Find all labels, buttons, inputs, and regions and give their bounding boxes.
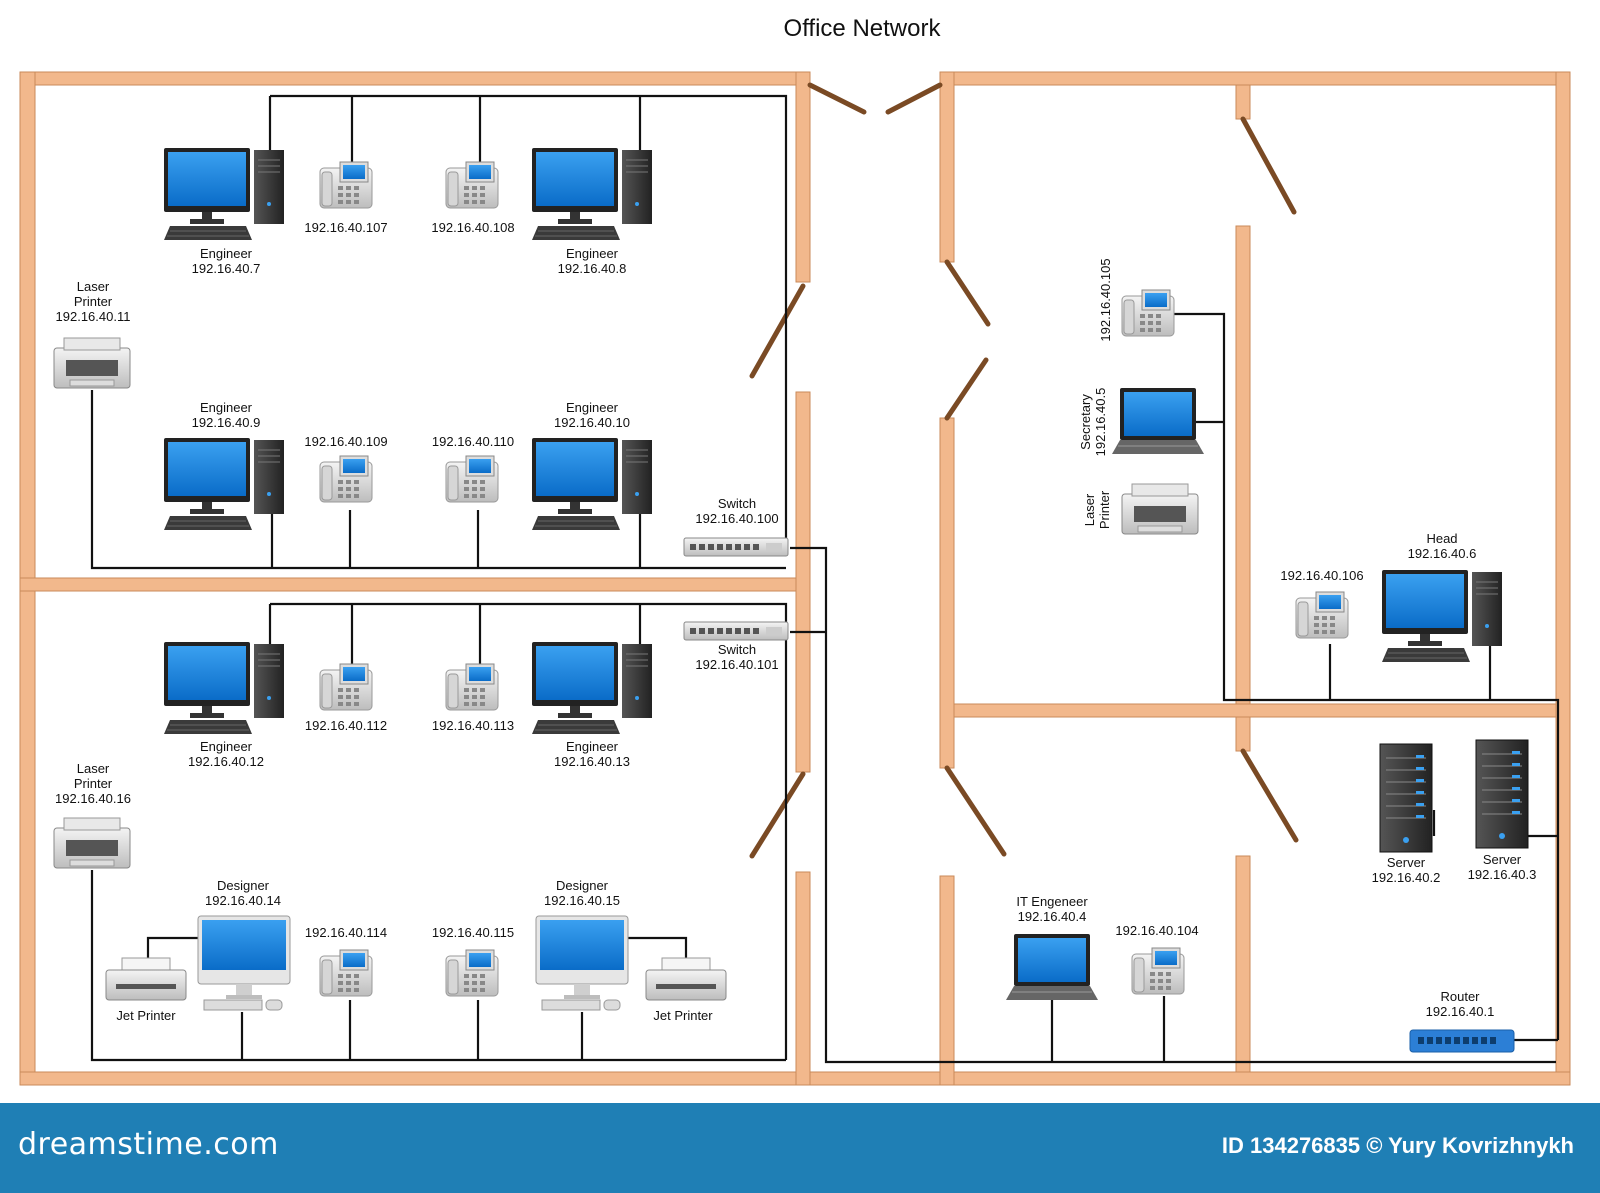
jet-printer-icon[interactable] xyxy=(645,957,727,1001)
phone-label: 192.16.40.106 xyxy=(1280,568,1363,583)
ip-phone-icon[interactable] xyxy=(445,949,499,997)
designer-computer-icon[interactable] xyxy=(197,915,291,1011)
phone-label: 192.16.40.112 xyxy=(305,718,387,733)
footer-bar: dreamstime.com ID 134276835 © Yury Kovri… xyxy=(0,1103,1600,1193)
ip-phone-icon[interactable] xyxy=(319,663,373,711)
network-switch-icon[interactable] xyxy=(683,621,789,641)
jet-printer-label: Jet Printer xyxy=(653,1008,713,1023)
doors xyxy=(749,82,1299,859)
ip-phone-icon[interactable] xyxy=(445,161,499,209)
workstation-icon[interactable] xyxy=(531,641,653,735)
server-icon[interactable] xyxy=(1379,743,1433,853)
brand-logo[interactable]: dreamstime.com xyxy=(18,1127,279,1162)
ip-phone-icon[interactable] xyxy=(445,455,499,503)
jet-printer-icon[interactable] xyxy=(105,957,187,1001)
laser-printer-icon[interactable] xyxy=(53,337,131,389)
secretary-laptop-icon[interactable] xyxy=(1111,387,1205,455)
laptop-icon[interactable] xyxy=(1005,933,1099,1001)
walls xyxy=(19,71,1571,1086)
office-network-diagram: Office Network xyxy=(19,15,1571,1086)
jet-printer-label: Jet Printer xyxy=(116,1008,176,1023)
secretary-label: Secretary192.16.40.5 xyxy=(1078,388,1108,457)
router-icon[interactable] xyxy=(1409,1029,1515,1053)
phone-label: 192.16.40.107 xyxy=(304,220,387,235)
ip-phone-icon[interactable] xyxy=(319,455,373,503)
workstation-icon[interactable] xyxy=(531,437,653,531)
phone-label: 192.16.40.110 xyxy=(432,434,514,449)
designer-computer-icon[interactable] xyxy=(535,915,629,1011)
server-icon[interactable] xyxy=(1475,739,1529,849)
laser-printer-icon[interactable] xyxy=(53,817,131,869)
printer-label: LaserPrinter xyxy=(1082,490,1112,529)
phone-label: 192.16.40.109 xyxy=(304,434,387,449)
phone-label: 192.16.40.105 xyxy=(1098,258,1113,341)
ip-phone-icon[interactable] xyxy=(445,663,499,711)
phone-label: 192.16.40.115 xyxy=(432,925,514,940)
diagram-title: Office Network xyxy=(784,15,942,42)
phone-label: 192.16.40.108 xyxy=(431,220,514,235)
ip-phone-icon[interactable] xyxy=(319,949,373,997)
image-credit: ID 134276835 © Yury Kovrizhnykh xyxy=(1221,1133,1574,1158)
ip-phone-icon[interactable] xyxy=(1121,289,1175,337)
phone-label: 192.16.40.113 xyxy=(432,718,514,733)
ip-phone-icon[interactable] xyxy=(1131,947,1185,995)
workstation-icon[interactable] xyxy=(531,147,653,241)
phone-label: 192.16.40.114 xyxy=(305,925,387,940)
workstation-icon[interactable] xyxy=(163,437,285,531)
laser-printer-icon[interactable] xyxy=(1121,483,1199,535)
network-switch-icon[interactable] xyxy=(683,537,789,557)
workstation-icon[interactable] xyxy=(163,147,285,241)
workstation-icon[interactable] xyxy=(163,641,285,735)
ip-phone-icon[interactable] xyxy=(1295,591,1349,639)
ip-phone-icon[interactable] xyxy=(319,161,373,209)
phone-label: 192.16.40.104 xyxy=(1115,923,1198,938)
workstation-icon[interactable] xyxy=(1381,569,1503,663)
